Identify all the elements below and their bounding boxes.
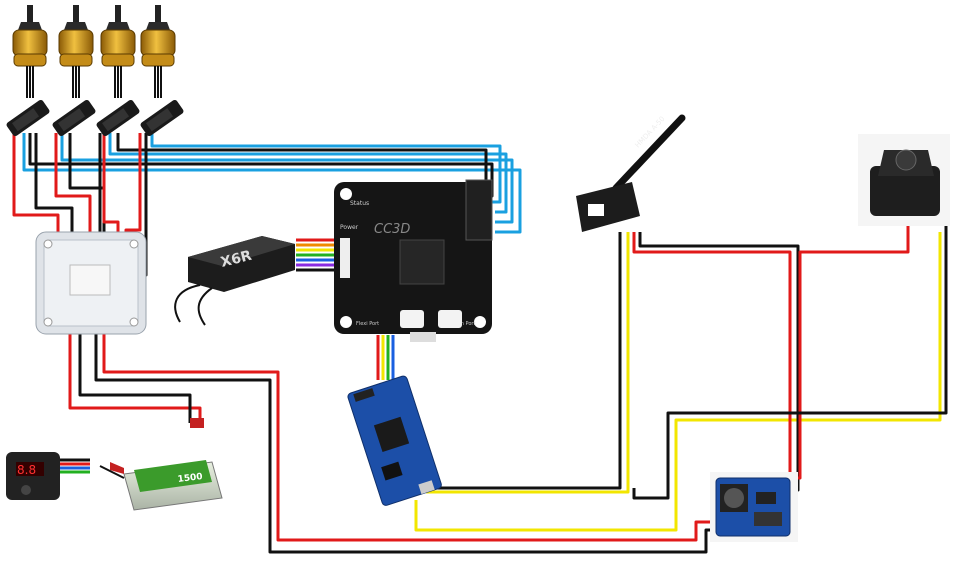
- power-distribution-board: [35, 231, 147, 335]
- camera-red: [776, 225, 910, 480]
- camera-black: [632, 225, 948, 500]
- motors: [12, 5, 176, 98]
- osd-module: [347, 375, 442, 506]
- esc-4: [140, 100, 184, 136]
- vtx-video-yellow: [426, 232, 630, 494]
- pdb-to-regulator-red: [102, 330, 718, 542]
- pdb-to-regulator-black: [94, 330, 718, 554]
- fc-pin-power-label: Power: [340, 224, 359, 231]
- alarm-digits: 8.8: [17, 463, 36, 477]
- escs: [6, 100, 184, 136]
- esc1-power-black: [34, 133, 74, 250]
- esc-1: [6, 100, 50, 136]
- esc3-signal-wire: [108, 133, 508, 214]
- esc1-signal-wire: [22, 133, 522, 234]
- esc2-signal-wire: [60, 133, 514, 224]
- vtx-power-red: [632, 232, 792, 487]
- battery-alarm: 8.8: [6, 452, 90, 500]
- voltage-regulator: [710, 472, 798, 542]
- pdb-to-battery-red: [68, 328, 202, 423]
- vtx-power-black: [638, 232, 800, 492]
- esc2-power-red: [54, 133, 92, 250]
- motor-3: [100, 5, 136, 98]
- receiver-model-label: X6R: [219, 248, 253, 271]
- video-transmitter: HMDA A-50: [576, 114, 686, 232]
- fc-pin-status-label: Status: [350, 200, 369, 207]
- pdb-to-battery-black: [78, 328, 192, 423]
- osd-video-out-yellow: [414, 232, 942, 532]
- motor-2: [58, 5, 94, 98]
- motor-1: [12, 5, 48, 98]
- lipo-battery: 1500: [99, 418, 223, 511]
- esc-2: [52, 100, 96, 136]
- lipo-capacity-label: 1500: [177, 472, 203, 485]
- motor-4: [140, 5, 176, 98]
- osd-video-in-black: [424, 232, 622, 490]
- fpv-camera: [858, 134, 950, 226]
- fc-pin-main-label: Main Port: [452, 321, 475, 327]
- fc-pin-flexi-label: Flexi Port: [356, 321, 379, 327]
- rc-receiver: X6R: [174, 236, 295, 326]
- esc-3: [96, 100, 140, 136]
- flight-controller: CC3D Power Status Flexi Port Main Port: [334, 179, 493, 342]
- fc-name-label: CC3D: [374, 222, 410, 237]
